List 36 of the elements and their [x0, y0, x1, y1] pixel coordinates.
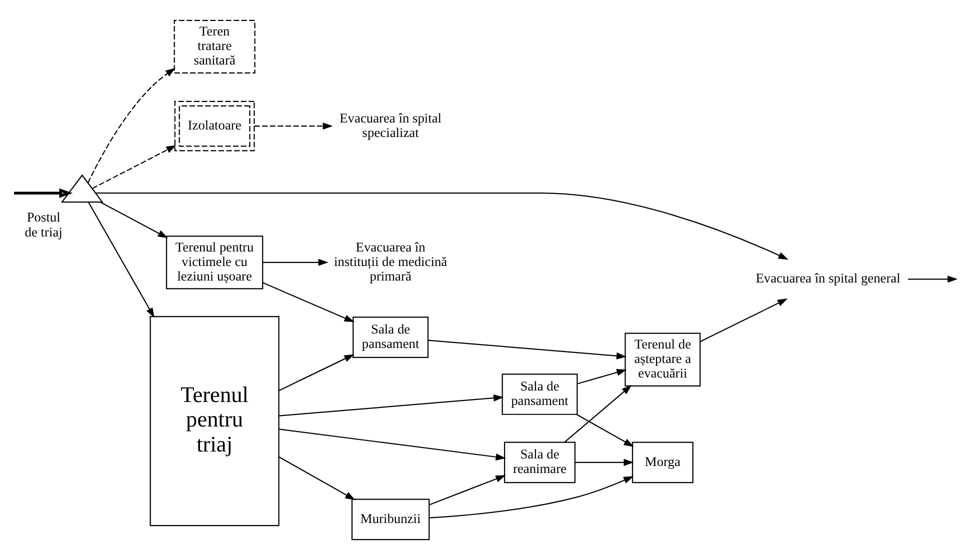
arrow [908, 275, 958, 282]
arrow [254, 122, 333, 130]
arrow [100, 201, 168, 238]
node-box: Sala de reanimare [504, 441, 576, 483]
node-box: Sala de pansament [352, 316, 429, 358]
arrow [700, 298, 788, 342]
node-text: Evacuarea în instituții de medicină primară [334, 238, 448, 283]
node-text: Evacuarea în spital general [756, 270, 900, 286]
arrow [96, 192, 788, 260]
node-box: Muribunzii [351, 498, 430, 540]
node-box: Izolatoare [174, 100, 255, 151]
arrow [278, 354, 354, 391]
arrow [576, 414, 634, 446]
node-text: Evacuarea în spital specializat [340, 110, 442, 140]
arrow [262, 258, 328, 266]
arrow [88, 202, 154, 318]
arrow [262, 282, 354, 322]
arrow [428, 339, 627, 359]
node-label: Postul de triaj [24, 209, 62, 239]
arrow [429, 476, 634, 518]
node-box: Terenul pentru triaj [150, 316, 280, 526]
arrow [87, 67, 176, 183]
node-box: Morga [632, 441, 694, 483]
arrow [278, 456, 356, 500]
arrow [577, 368, 627, 384]
node-box: Terenul de așteptare a evacuării [624, 332, 701, 386]
arrow [279, 394, 504, 416]
arrow [92, 144, 176, 188]
node-box: Teren tratare sanitară [174, 19, 256, 74]
arrow [279, 428, 506, 460]
arrow [564, 384, 632, 442]
node-box: Terenul pentru victimele cu leziuni ușoare [166, 235, 264, 289]
arrow [575, 458, 634, 466]
node-box: Sala de pansament [502, 373, 578, 414]
arrow [14, 188, 73, 198]
arrow [428, 474, 506, 505]
